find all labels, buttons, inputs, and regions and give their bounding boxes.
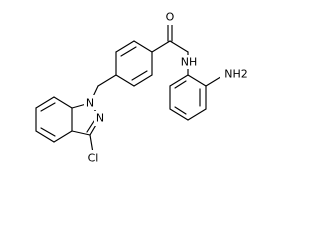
bond (97, 74, 117, 87)
bond (115, 40, 135, 53)
bond (169, 40, 189, 53)
bond (35, 130, 55, 143)
bond-lines (35, 24, 225, 154)
indazole-n1-label: N (86, 97, 94, 110)
indazole-n2-label: N (96, 112, 104, 125)
amine-nh2-label: NH2 (224, 68, 248, 81)
bond (174, 80, 187, 89)
bond (169, 108, 189, 121)
bond (131, 70, 148, 81)
bond (187, 74, 207, 87)
bond (115, 74, 135, 87)
bond (53, 96, 73, 109)
bond (40, 127, 56, 137)
bond (53, 130, 73, 143)
amide-nh-label: NH (181, 56, 198, 69)
bond (40, 102, 56, 112)
bond (169, 74, 189, 87)
bond (133, 40, 153, 53)
chemical-structure-diagram: O NH NH2 N N Cl (35, 9, 252, 166)
atom-labels: O NH NH2 N N Cl (84, 9, 252, 166)
bond (187, 108, 207, 121)
bond (133, 74, 153, 87)
bond (35, 96, 55, 109)
bond (151, 40, 171, 53)
oxygen-label: O (166, 11, 175, 24)
bond (71, 130, 91, 136)
chlorine-label: Cl (88, 152, 99, 165)
bond (174, 106, 187, 115)
bond (120, 46, 137, 57)
